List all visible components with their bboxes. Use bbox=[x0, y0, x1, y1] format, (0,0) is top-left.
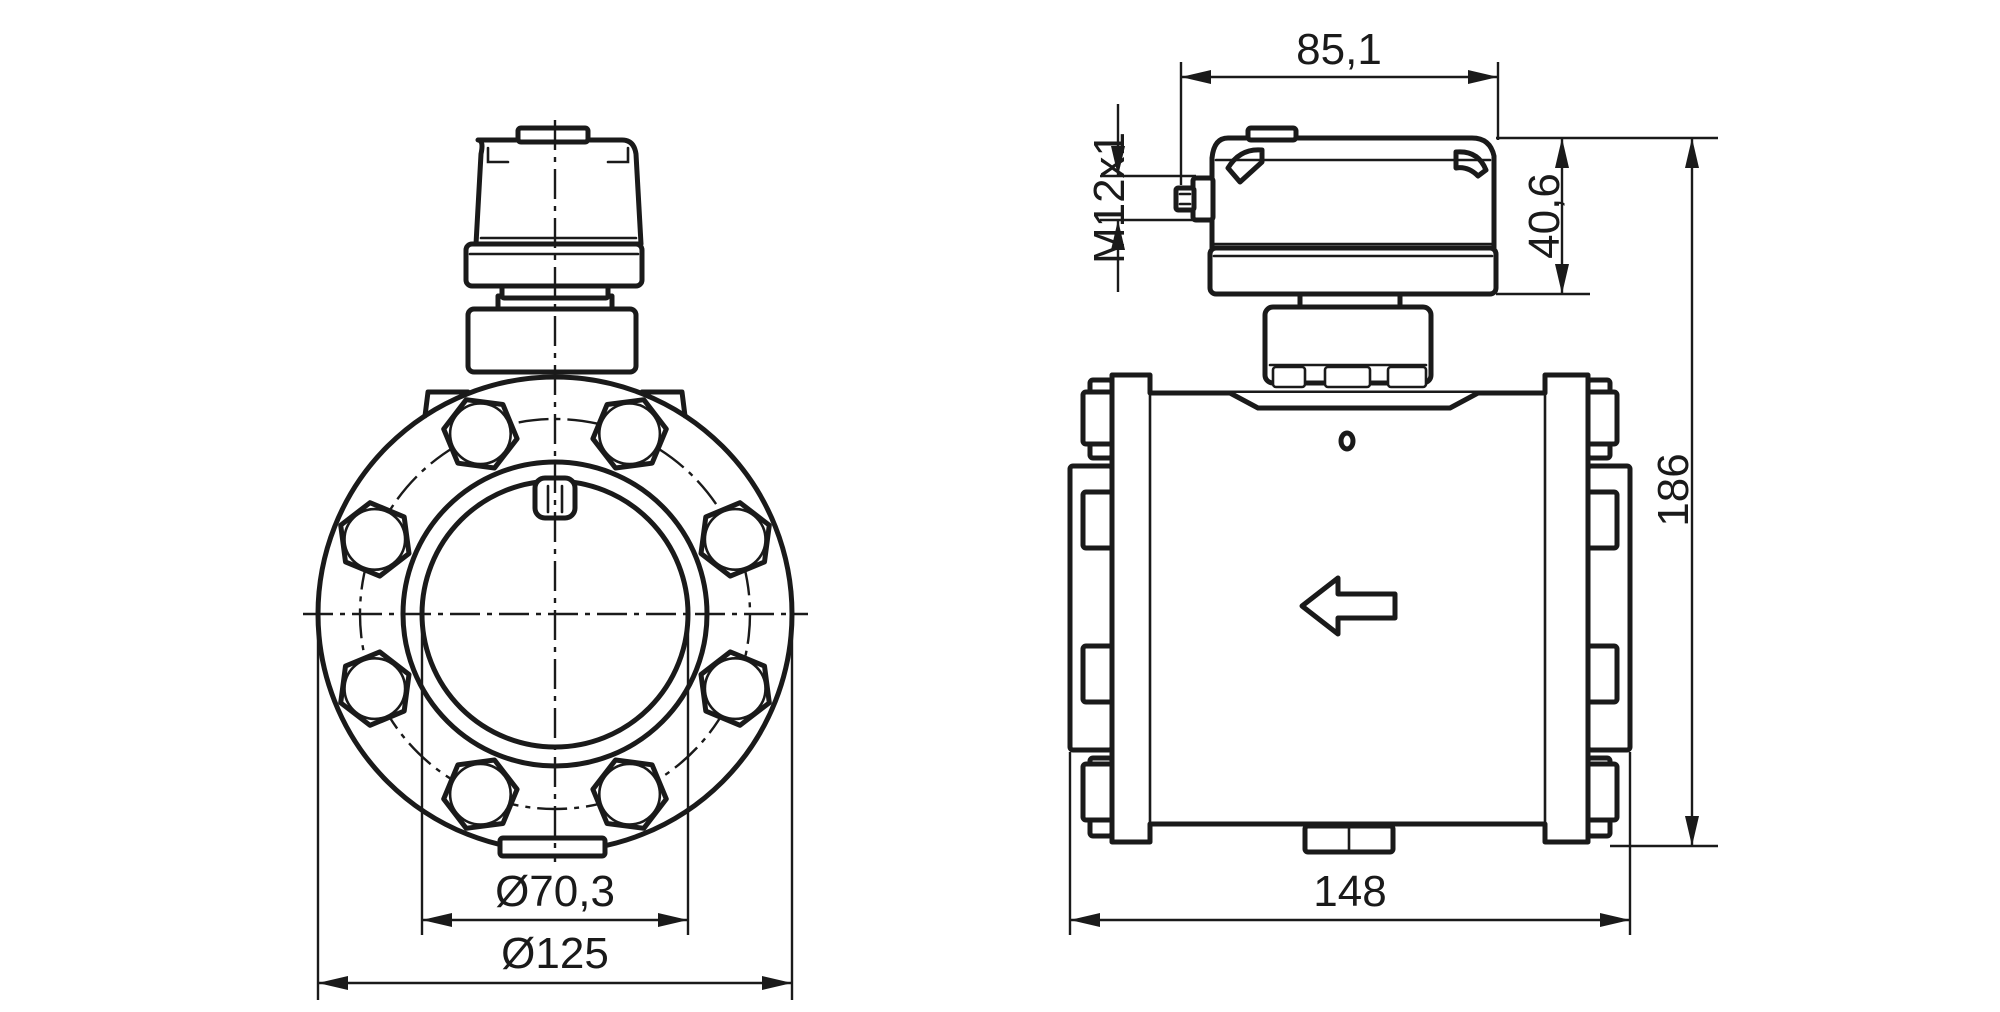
left-flange-assembly bbox=[1067, 377, 1116, 839]
vent-hole bbox=[1338, 430, 1356, 452]
sensor-head-side-latch-right bbox=[1453, 149, 1489, 179]
top-adapter bbox=[1228, 390, 1480, 411]
flange-shoulder-left bbox=[422, 389, 471, 419]
total-height-arrow-top bbox=[1685, 138, 1699, 168]
thread-label: M12x1 bbox=[1085, 132, 1134, 264]
head-height-arrow-top bbox=[1555, 138, 1569, 168]
sensor-head-top-tab bbox=[515, 125, 591, 145]
bore-diameter-label: Ø70,3 bbox=[495, 867, 615, 916]
width-label: 85,1 bbox=[1296, 25, 1382, 74]
sensor-head-side-top-tab bbox=[1245, 125, 1299, 143]
bolt-hex-5 bbox=[590, 757, 669, 831]
side-neck-nut-flat-left bbox=[1271, 365, 1307, 389]
thread-dimension-arrow-top bbox=[1111, 146, 1125, 176]
bore-dimension-arrow-left bbox=[422, 913, 452, 927]
total-height-label: 186 bbox=[1649, 453, 1698, 526]
bolt-face-2 bbox=[597, 402, 662, 466]
bottom-lug bbox=[497, 835, 608, 859]
flange-dimension-arrow-right bbox=[762, 976, 792, 990]
neck-nut bbox=[465, 306, 639, 375]
width-dimension-arrow-left bbox=[1181, 70, 1211, 84]
bolt-face-8 bbox=[343, 507, 407, 572]
bolt-hex-4 bbox=[698, 649, 772, 728]
bolt-hex-3 bbox=[698, 500, 772, 579]
bolt-face-4 bbox=[703, 656, 767, 721]
head-height-label: 40,6 bbox=[1520, 173, 1569, 259]
bolt-face-6 bbox=[448, 762, 513, 826]
bolt-face-5 bbox=[597, 762, 662, 826]
width-dimension-arrow-right bbox=[1468, 70, 1498, 84]
flange-bolts bbox=[338, 397, 772, 831]
right-flange-assembly bbox=[1584, 377, 1633, 839]
bore-dimension-arrow-right bbox=[658, 913, 688, 927]
side-neck-nut-flat-mid bbox=[1323, 365, 1372, 389]
front-view bbox=[303, 120, 808, 862]
bolt-face-1 bbox=[448, 402, 513, 466]
bolt-hex-1 bbox=[441, 397, 520, 471]
flow-direction-arrow bbox=[1299, 575, 1398, 637]
head-height-arrow-bottom bbox=[1555, 264, 1569, 294]
bolt-hex-2 bbox=[590, 397, 669, 471]
bolt-hex-7 bbox=[338, 649, 412, 728]
bolt-hex-8 bbox=[338, 500, 412, 579]
total-height-arrow-bottom bbox=[1685, 816, 1699, 846]
bolt-face-3 bbox=[703, 507, 767, 572]
bolt-hex-6 bbox=[441, 757, 520, 831]
sensor-head-tab-detail-left bbox=[486, 146, 510, 164]
sensor-head-side-base bbox=[1207, 245, 1499, 297]
length-arrow-left bbox=[1070, 913, 1100, 927]
thread-dimension-arrow-bottom bbox=[1111, 220, 1125, 250]
side-view bbox=[1067, 125, 1633, 855]
sensor-head-side-latch-left bbox=[1225, 147, 1265, 185]
bolt-face-7 bbox=[343, 656, 407, 721]
flange-diameter-label: Ø125 bbox=[501, 929, 609, 978]
side-view-dimensions: 85,1 M12x1 40,6 186 148 bbox=[1068, 25, 1718, 935]
side-neck-nut-flat-right bbox=[1386, 365, 1428, 389]
sensor-head-front bbox=[473, 137, 644, 247]
sensor-head-side bbox=[1209, 135, 1497, 251]
flange-dimension-arrow-left bbox=[318, 976, 348, 990]
front-view-dimensions: Ø70,3 Ø125 bbox=[316, 614, 794, 1000]
flange-shoulder-right bbox=[639, 389, 688, 419]
length-arrow-right bbox=[1600, 913, 1630, 927]
sensor-head-tab-detail-right bbox=[606, 146, 630, 164]
m12-connector bbox=[1173, 175, 1216, 223]
length-label: 148 bbox=[1313, 867, 1386, 916]
